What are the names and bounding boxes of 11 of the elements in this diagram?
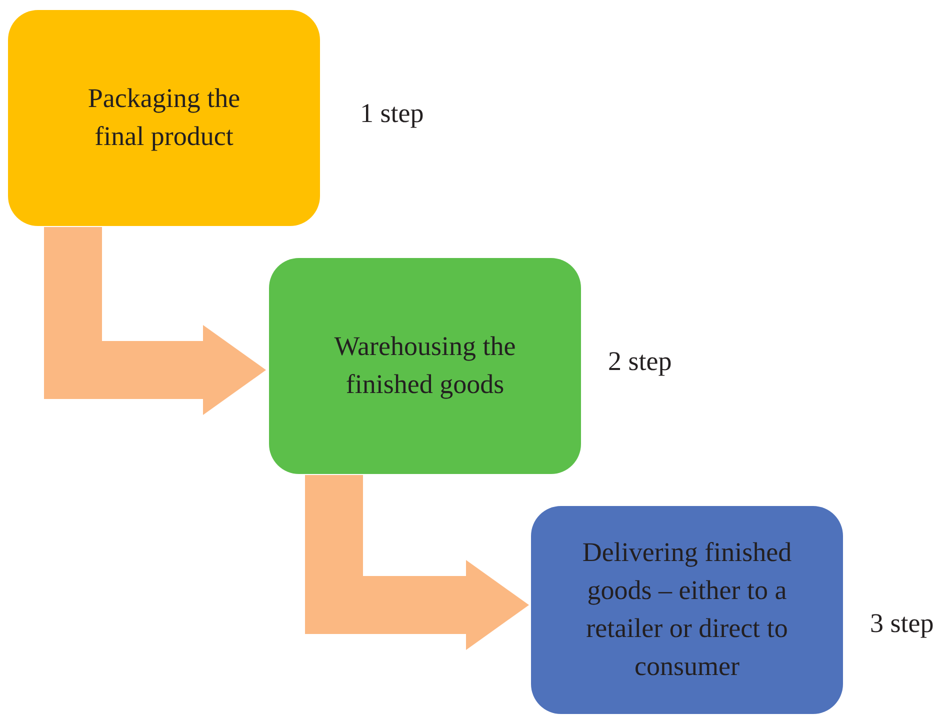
step-label: 1 step — [360, 98, 424, 129]
process-box — [269, 258, 581, 474]
bent-arrow — [305, 475, 529, 650]
step-label: 3 step — [870, 608, 934, 639]
process-box — [8, 10, 320, 226]
step-text: Packaging the final product — [86, 82, 242, 153]
step-label: 2 step — [608, 346, 672, 377]
step-text: Delivering finished goods – either to a retailer or direct to consumer — [581, 536, 793, 683]
bent-arrow — [44, 227, 266, 415]
step-text: Warehousing the finished goods — [333, 330, 517, 401]
process-box — [531, 506, 843, 714]
